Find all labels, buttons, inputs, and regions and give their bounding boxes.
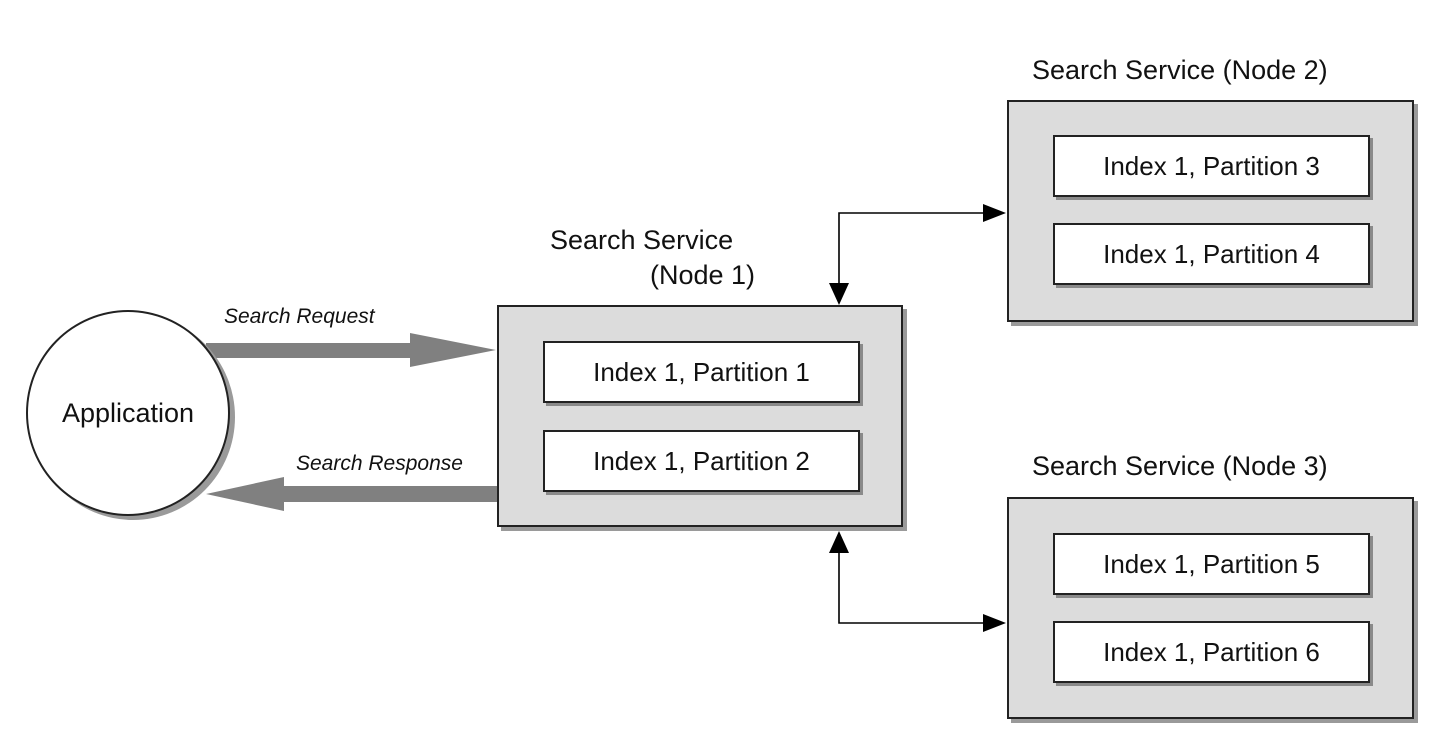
partition-4: Index 1, Partition 4	[1053, 223, 1370, 285]
node3-title: Search Service (Node 3)	[1032, 451, 1328, 481]
node1-node2-connector	[829, 204, 1006, 305]
search-response-arrow	[206, 477, 498, 511]
node1-title-line2: (Node 1)	[650, 260, 756, 290]
partition-3: Index 1, Partition 3	[1053, 135, 1370, 197]
node1-title-line1: Search Service	[550, 225, 734, 255]
node2-box: Index 1, Partition 3 Index 1, Partition …	[1007, 100, 1414, 322]
partition-5: Index 1, Partition 5	[1053, 533, 1370, 595]
node1-node3-connector	[829, 531, 1006, 632]
node3-box: Index 1, Partition 5 Index 1, Partition …	[1007, 497, 1414, 719]
node1-box: Index 1, Partition 1 Index 1, Partition …	[497, 305, 903, 527]
partition-2: Index 1, Partition 2	[543, 430, 860, 492]
partition-1: Index 1, Partition 1	[543, 341, 860, 403]
search-request-label: Search Request	[224, 305, 375, 328]
application-node: Application	[26, 310, 230, 516]
search-response-label: Search Response	[296, 452, 463, 475]
node2-title: Search Service (Node 2)	[1032, 55, 1328, 85]
partition-6: Index 1, Partition 6	[1053, 621, 1370, 683]
search-request-arrow	[206, 333, 496, 367]
application-label: Application	[61, 397, 195, 428]
